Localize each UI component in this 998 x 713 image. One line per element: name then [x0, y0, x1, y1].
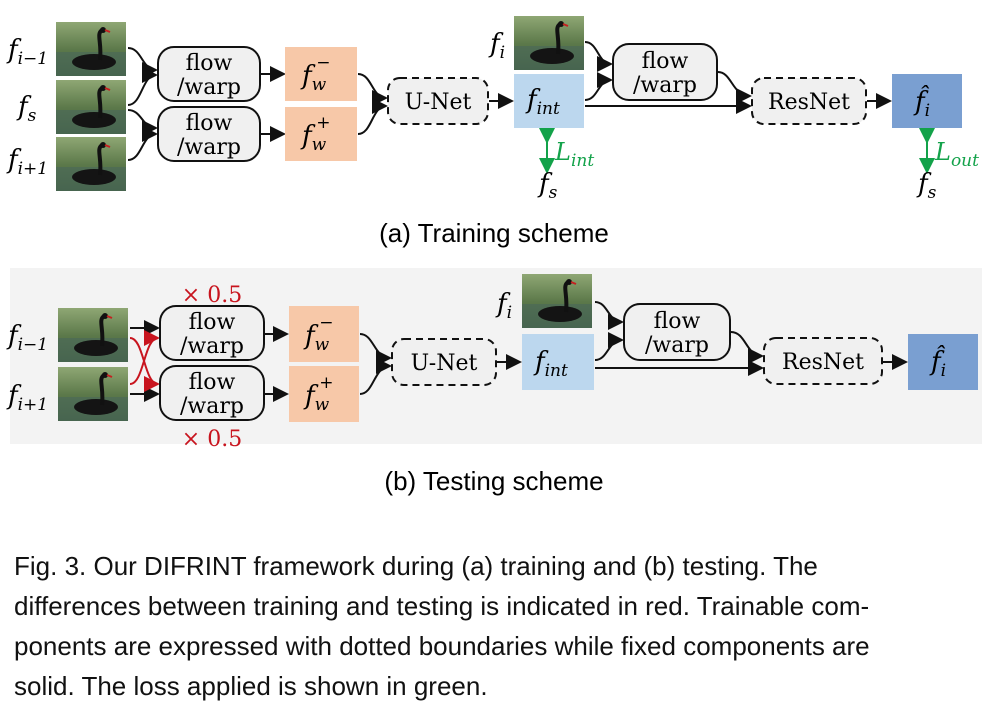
testing-scheme: fi−1 fi+1 × 0.5 × 0.5 flow /warp flow /w… — [6, 268, 982, 496]
test-flow-warp-1 — [159, 305, 265, 361]
label-f-next: fi+1 — [6, 145, 48, 179]
testing-title: (b) Testing scheme — [384, 466, 603, 496]
caption-line-4: solid. The loss applied is shown in gree… — [14, 671, 488, 701]
test-flow-warp-3 — [623, 303, 731, 361]
test-resnet-box — [763, 337, 883, 385]
test-frame-next-image — [56, 365, 130, 423]
test-flow-warp-1-label-b: /warp — [180, 334, 244, 359]
train-flow-warp-2-label-b: /warp — [177, 135, 241, 160]
train-flow-warp-3-label: flow — [642, 49, 689, 74]
difrint-diagram: fi−1 fs fi+1 flow /warp flow /warp fw− f… — [6, 14, 982, 496]
training-scheme: fi−1 fs fi+1 flow /warp flow /warp fw− f… — [6, 14, 979, 248]
train-fw-plus-box — [285, 107, 357, 161]
train-output-box — [892, 74, 962, 128]
frame-next-image — [54, 135, 128, 193]
test-unet-box — [391, 338, 497, 386]
test-frame-prev-image — [56, 306, 130, 364]
test-flow-warp-3-label-b: /warp — [645, 333, 709, 358]
train-fi-label: fi — [488, 29, 505, 63]
train-unet-box — [387, 77, 489, 125]
train-fw-plus-label: fw+ — [300, 113, 330, 155]
test-flow-warp-2-label-b: /warp — [180, 394, 244, 419]
test-flow-warp-3-label: flow — [654, 309, 701, 334]
frame-prev-image — [54, 20, 128, 78]
test-fw-minus-box — [289, 306, 359, 362]
test-fw-plus-box — [289, 366, 359, 422]
train-resnet-label: ResNet — [768, 90, 850, 115]
train-fi-image — [512, 14, 586, 72]
test-scale-bottom: × 0.5 — [182, 427, 242, 452]
train-resnet-box — [751, 77, 867, 125]
train-unet-label: U-Net — [405, 90, 472, 115]
train-lint-label: Lint — [554, 138, 594, 171]
train-flow-warp-2 — [157, 106, 261, 162]
train-flow-warp-1-label: flow — [186, 51, 233, 76]
train-lout-label: Lout — [934, 138, 979, 171]
train-lint-target: fs — [537, 169, 558, 203]
test-flow-warp-1-label: flow — [189, 310, 236, 335]
train-fw-minus-box — [285, 47, 357, 101]
train-flow-warp-3 — [612, 43, 718, 101]
caption-line-3: ponents are expressed with dotted bounda… — [14, 631, 870, 661]
test-flow-warp-2 — [159, 365, 265, 421]
label-f-s: fs — [16, 92, 37, 126]
test-fi-image — [520, 272, 594, 330]
train-flow-warp-1 — [157, 46, 261, 102]
test-unet-label: U-Net — [411, 351, 478, 376]
frame-curr-image — [54, 78, 128, 136]
caption-line-2: differences between training and testing… — [14, 591, 870, 621]
train-fint-box — [514, 74, 584, 128]
test-fint-box — [522, 334, 594, 390]
train-lout-target: fs — [916, 169, 937, 203]
test-scale-top: × 0.5 — [182, 283, 242, 308]
train-flow-warp-2-label: flow — [186, 111, 233, 136]
test-flow-warp-2-label: flow — [189, 370, 236, 395]
train-flow-warp-1-label-b: /warp — [177, 75, 241, 100]
caption-line-1: Fig. 3. Our DIFRINT framework during (a)… — [14, 551, 818, 581]
test-output-box — [908, 334, 978, 390]
test-resnet-label: ResNet — [782, 350, 864, 375]
figure-caption: Fig. 3. Our DIFRINT framework during (a)… — [14, 546, 980, 706]
train-flow-warp-3-label-b: /warp — [633, 73, 697, 98]
training-title: (a) Training scheme — [379, 218, 609, 248]
label-f-prev: fi−1 — [6, 35, 48, 69]
